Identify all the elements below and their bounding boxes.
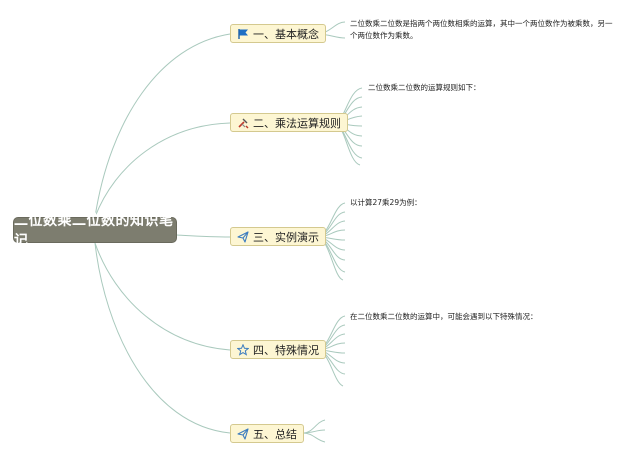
topic-label: 五、总结: [253, 427, 297, 441]
send-icon: [236, 427, 249, 440]
topic-label: 一、基本概念: [253, 27, 319, 41]
topic-label: 二、乘法运算规则: [253, 116, 341, 130]
topic-label: 三、实例演示: [253, 230, 319, 244]
topic-note: 二位数乘二位数的运算规则如下：: [368, 82, 481, 94]
topic-summary[interactable]: 五、总结: [230, 424, 304, 443]
central-topic[interactable]: 二位数乘二位数的知识笔记: [13, 213, 177, 249]
edge-topic-4: [94, 242, 231, 351]
edge-topic-5: [94, 242, 231, 434]
topic-multiplication-rules[interactable]: 二、乘法运算规则: [230, 113, 348, 132]
note-line: 以计算27乘29为例：: [350, 198, 422, 207]
flag-icon: [236, 27, 249, 40]
edge-topic-2: [94, 122, 231, 218]
central-topic-title: 二位数乘二位数的知识笔记: [14, 213, 174, 249]
topic-note: 在二位数乘二位数的运算中，可能会遇到以下特殊情况：: [350, 311, 538, 323]
topic-label: 四、特殊情况: [253, 343, 319, 357]
topic-examples[interactable]: 三、实例演示: [230, 227, 326, 246]
note-line: 在二位数乘二位数的运算中，可能会遇到以下特殊情况：: [350, 312, 538, 321]
edge-topic-3: [176, 234, 231, 238]
topic-note: 二位数乘二位数是指两个两位数相乘的运算，其中一个两位数作为被乘数，另一 个两位数…: [350, 18, 613, 42]
note-line: 二位数乘二位数是指两个两位数相乘的运算，其中一个两位数作为被乘数，另一: [350, 19, 613, 28]
edge-topic-1: [94, 33, 231, 218]
topic-basic-concepts[interactable]: 一、基本概念: [230, 24, 326, 43]
send-icon: [236, 230, 249, 243]
note-line: 个两位数作为乘数。: [350, 31, 418, 40]
tools-icon: [236, 116, 249, 129]
note-line: 二位数乘二位数的运算规则如下：: [368, 83, 481, 92]
star-icon: [236, 343, 249, 356]
topic-special-cases[interactable]: 四、特殊情况: [230, 340, 326, 359]
edge-fan-5: [302, 419, 326, 434]
topic-note: 以计算27乘29为例：: [350, 197, 422, 209]
